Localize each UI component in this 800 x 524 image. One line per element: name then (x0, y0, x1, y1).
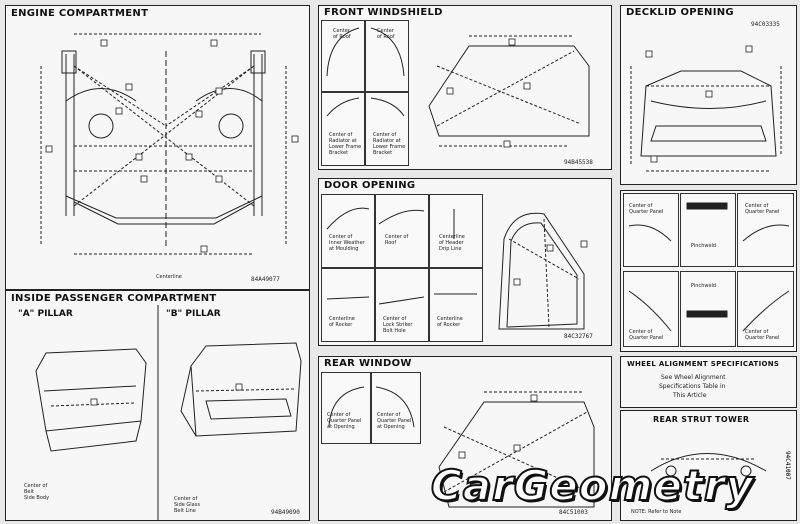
b-pillar-heading: "B" PILLAR (166, 309, 221, 319)
door-figure-code: 84C32767 (564, 333, 593, 340)
quarter-note-2: Center of Quarter Panel (745, 203, 780, 215)
rear-window-cell-b (371, 372, 421, 444)
rear-window-figure-code: 84C51003 (559, 509, 588, 516)
quarter-note-1: Center of Quarter Panel (629, 203, 664, 215)
windshield-cell-d (365, 92, 409, 166)
wheel-alignment-title: WHEEL ALIGNMENT SPECIFICATIONS (627, 360, 780, 368)
footer-note: NOTE: Refer to Note (631, 509, 682, 515)
quarter-diagram (628, 202, 790, 332)
engine-centerline-label: Centerline (156, 274, 182, 280)
rear-window-panel: REAR WINDOW Center of Quarter Panel at O… (318, 356, 612, 521)
windshield-cell-a (321, 20, 365, 92)
front-windshield-title: FRONT WINDSHIELD (324, 7, 443, 18)
windshield-cell-c (321, 92, 365, 166)
engine-figure-code: 84A49077 (251, 276, 280, 283)
windshield-diagram (326, 27, 590, 148)
door-opening-title: DOOR OPENING (324, 180, 416, 191)
decklid-opening-panel: DECKLID OPENING 94C03335 (620, 5, 797, 185)
door-note-5: Center of Lock Striker Bolt Hole (383, 316, 413, 334)
quarter-note-6: Center of Quarter Panel (745, 329, 780, 341)
windshield-note-d: Center of Radiator at Lower Frame Bracke… (373, 132, 406, 156)
door-cell-5 (375, 268, 429, 342)
quarter-note-3: Pinchweld (691, 243, 717, 249)
door-cell-1 (321, 194, 375, 268)
rear-window-diagram (328, 386, 595, 508)
wheel-alignment-line-3: This Article (673, 392, 707, 399)
engine-compartment-panel: ENGINE COMPARTMENT (5, 5, 310, 290)
side-figure-code: 94C41007 (784, 451, 791, 480)
windshield-note-a: Center of Roof (333, 28, 351, 40)
quarter-cell-3 (737, 193, 794, 267)
cargeometry-watermark: CarGeometry (430, 460, 754, 511)
windshield-note-c: Center of Radiator at Lower Frame Bracke… (329, 132, 362, 156)
engine-diagram (40, 33, 299, 255)
wheel-alignment-panel: WHEEL ALIGNMENT SPECIFICATIONS See Wheel… (620, 356, 797, 408)
quarter-note-4: Pinchweld (691, 283, 717, 289)
wheel-alignment-line-2: Specifications Table in (659, 383, 726, 390)
quarter-cell-1 (623, 193, 679, 267)
door-note-6: Centerline of Rocker (437, 316, 463, 328)
wheel-alignment-line-1: See Wheel Alignment (661, 374, 726, 381)
quarter-panel-group: Center of Quarter Panel Center of Quarte… (620, 190, 797, 352)
passenger-diagram (35, 305, 302, 520)
door-cell-6 (429, 268, 483, 342)
decklid-diagram (630, 45, 782, 172)
passenger-figure-code: 94B49090 (271, 509, 300, 516)
rear-window-note-a: Center of Quarter Panel at Opening (327, 412, 362, 430)
front-windshield-panel: FRONT WINDSHIELD Center of Roof Center o… (318, 5, 612, 170)
rear-window-note-b: Center of Quarter Panel at Opening (377, 412, 412, 430)
passenger-compartment-title: INSIDE PASSENGER COMPARTMENT (11, 293, 217, 304)
passenger-compartment-panel: INSIDE PASSENGER COMPARTMENT "A" PILLAR … (5, 290, 310, 521)
rear-window-title: REAR WINDOW (324, 358, 412, 369)
a-pillar-heading: "A" PILLAR (18, 309, 73, 319)
door-cell-4 (321, 268, 375, 342)
strut-tower-diagram (650, 453, 767, 477)
windshield-note-b: Center of Roof (377, 28, 395, 40)
engine-compartment-title: ENGINE COMPARTMENT (11, 8, 149, 19)
decklid-opening-title: DECKLID OPENING (626, 7, 734, 18)
door-note-3: Centerline of Header Drip Line (439, 234, 465, 252)
windshield-figure-code: 94B45538 (564, 159, 593, 166)
rear-strut-tower-panel: REAR STRUT TOWER 94C41007 NOTE: Refer to… (620, 410, 797, 521)
decklid-figure-code: 94C03335 (751, 21, 780, 28)
door-note-1: Center of Inner Weather at Moulding (329, 234, 365, 252)
quarter-cell-5 (680, 271, 736, 347)
quarter-note-5: Center of Quarter Panel (629, 329, 664, 341)
b-pillar-note: Center of Side Glass Belt Line (174, 496, 200, 514)
door-opening-panel: DOOR OPENING Center of Inner Weather at … (318, 178, 612, 346)
door-cell-3 (429, 194, 483, 268)
rear-strut-tower-title: REAR STRUT TOWER (653, 415, 750, 424)
a-pillar-note: Center of Belt Side Body (24, 483, 50, 501)
door-cell-2 (375, 194, 429, 268)
door-diagram (326, 207, 588, 330)
door-note-4: Centerline of Rocker (329, 316, 355, 328)
windshield-cell-b (365, 20, 409, 92)
rear-window-cell-a (321, 372, 371, 444)
door-note-2: Center of Roof (385, 234, 409, 246)
